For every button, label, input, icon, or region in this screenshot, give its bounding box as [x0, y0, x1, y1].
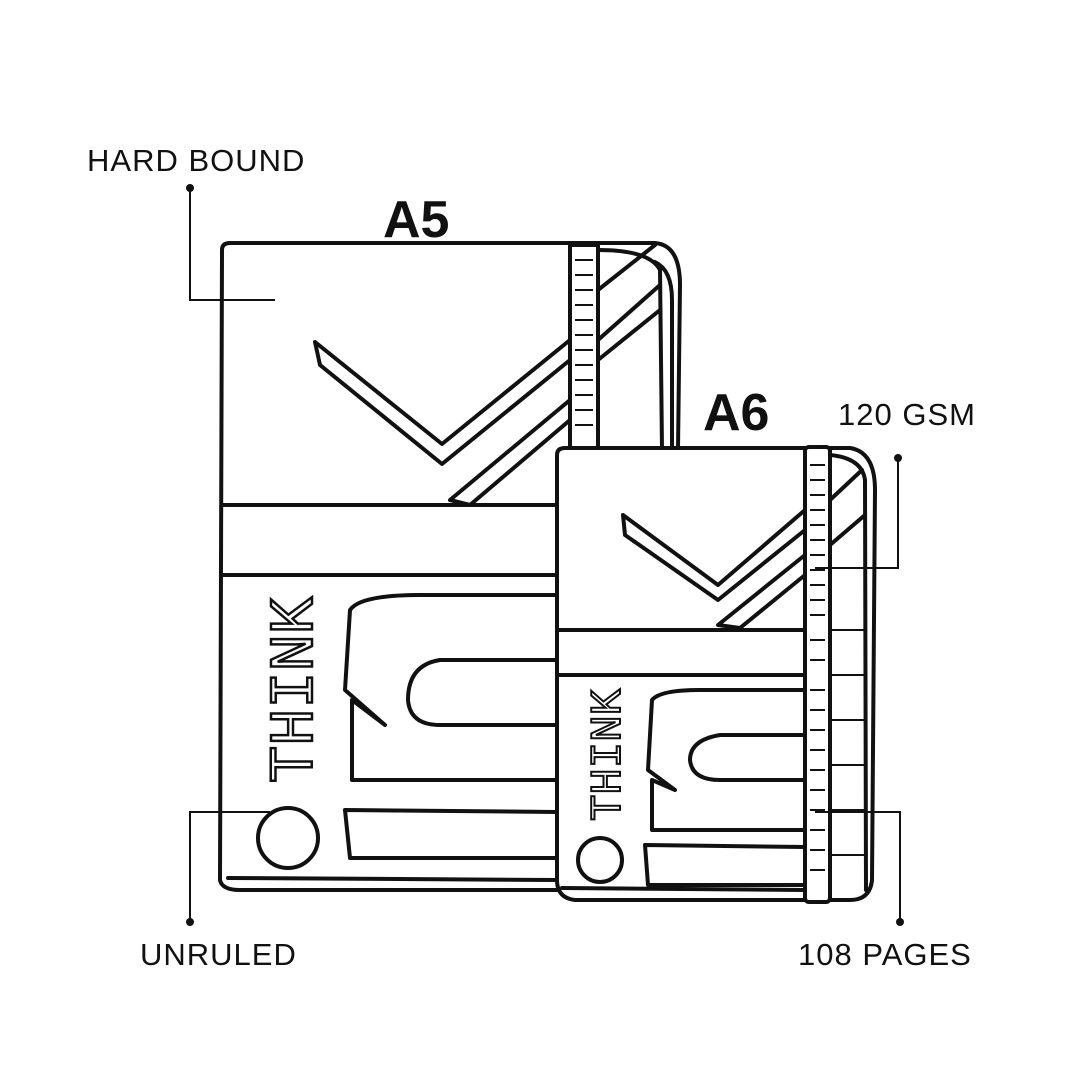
pages-label: 108 PAGES: [798, 937, 972, 972]
unruled-label: UNRULED: [140, 937, 297, 972]
a5-size-label: A5: [383, 191, 450, 249]
a5-ink-letters: [343, 593, 559, 782]
a6-k-upper: [621, 508, 807, 602]
a5-k-lower: [448, 243, 662, 507]
hard-bound-label: HARD BOUND: [87, 143, 306, 178]
gsm-label: 120 GSM: [838, 397, 976, 432]
a5-logo-circle: [256, 806, 320, 870]
a6-k-lower: [716, 553, 807, 630]
a6-elastic-band: [803, 445, 832, 904]
a6-logo-think: THINK: [584, 688, 634, 821]
a6-logo-circle: [576, 836, 624, 884]
a5-k-upper: [313, 338, 572, 466]
a6-notebook: [555, 445, 877, 904]
a6-size-label: A6: [703, 384, 770, 442]
a5-logo-think: THINK: [260, 596, 331, 783]
callout-lines: [186, 184, 904, 926]
a5-notebook: [218, 241, 682, 892]
a6-ink-letters: [646, 688, 807, 832]
